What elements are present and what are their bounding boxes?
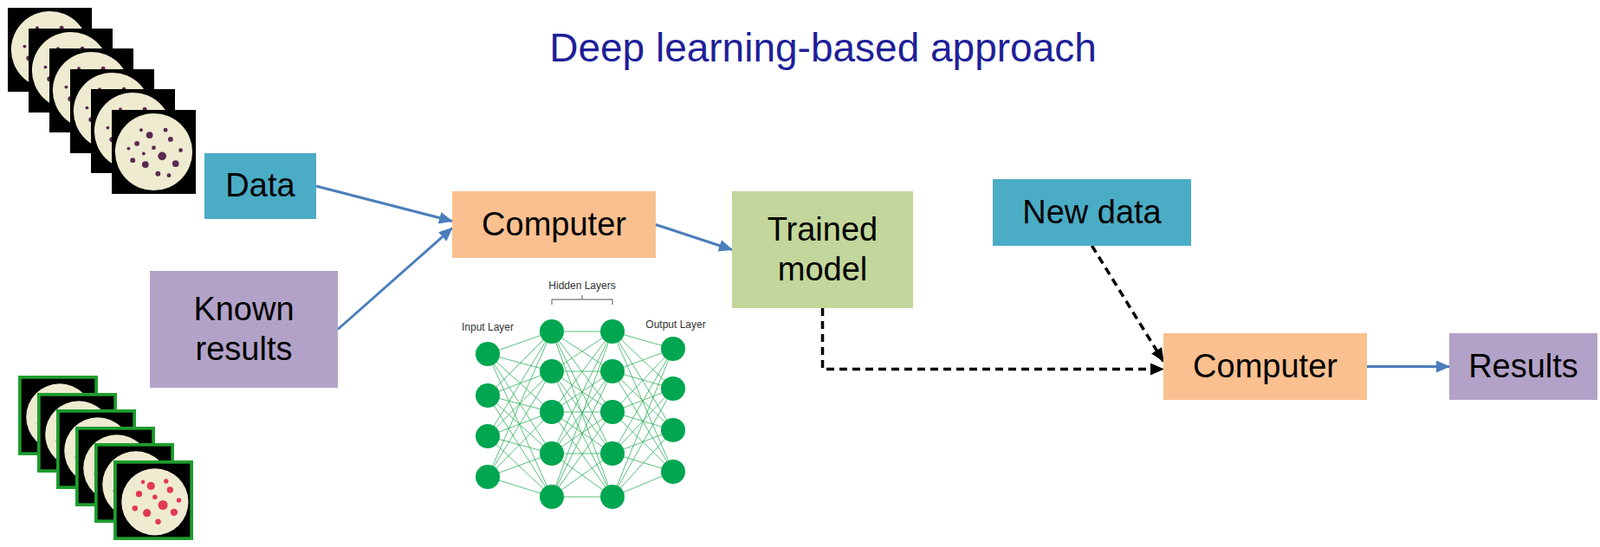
box-label: Computer [1192, 347, 1338, 388]
data-box: Data [204, 153, 317, 220]
known-results-box: Known results [149, 271, 338, 389]
flow-arrow [316, 186, 453, 222]
layer-label: Input Layer [459, 321, 516, 334]
trained-model-box: Trained model [731, 191, 914, 309]
box-label: Data [225, 166, 295, 207]
dashed-arrow [1092, 246, 1165, 363]
layer-label: Hidden Layers [546, 279, 617, 292]
box-label: Computer [481, 205, 627, 246]
layer-label: Output Layer [643, 318, 707, 331]
box-label: Trained model [744, 210, 901, 290]
flow-arrow [655, 225, 732, 251]
new-data-box: New data [992, 179, 1192, 247]
data-image-stack [7, 7, 196, 195]
dashed-arrow [822, 308, 1165, 370]
results-box: Results [1449, 333, 1598, 401]
diagram-title: Deep learning-based approach [549, 24, 1097, 72]
result-image-stack [19, 377, 192, 539]
box-label: New data [1022, 193, 1162, 234]
hidden-layer-bracket [551, 295, 613, 305]
box-label: Known results [161, 290, 326, 370]
computer-box: Computer [452, 191, 656, 259]
computer-box: Computer [1163, 333, 1367, 401]
flow-arrow [1366, 365, 1450, 369]
flow-arrow [337, 228, 453, 331]
box-label: Results [1468, 347, 1579, 388]
